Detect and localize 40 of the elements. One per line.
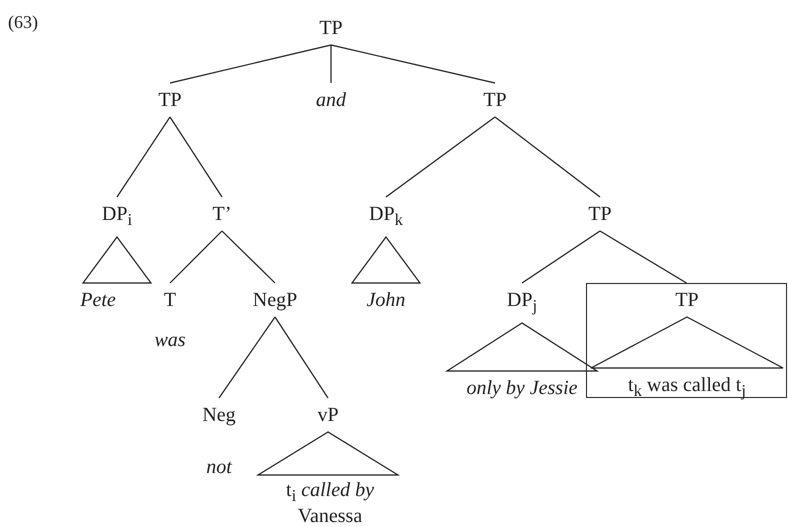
example-number: (63)	[8, 12, 38, 33]
conjunction-word: and	[316, 88, 346, 112]
category-label: T	[164, 288, 176, 312]
word-label: was	[154, 328, 186, 352]
word-label: Pete	[80, 288, 116, 312]
tree-branch	[170, 116, 222, 198]
tree-branch	[386, 116, 496, 198]
tree-branch	[170, 44, 332, 84]
category-label: Neg	[202, 403, 236, 427]
tree-branch	[116, 116, 170, 198]
category-label: TP	[319, 16, 343, 40]
word-label: only by Jessie	[466, 376, 578, 400]
category-label: TP	[675, 288, 699, 312]
roof-triangle	[590, 316, 784, 369]
category-label: NegP	[252, 288, 298, 312]
tree-branch	[330, 44, 496, 84]
roof-triangle	[350, 236, 422, 284]
category-label: vP	[317, 403, 339, 427]
tree-branch	[494, 116, 600, 198]
category-label: DP$_{k}$	[369, 202, 403, 231]
tree-branch	[330, 45, 332, 83]
category-label: TP	[158, 88, 182, 112]
category-label: TP	[483, 88, 507, 112]
roof-triangle	[256, 431, 400, 476]
roof-triangle	[82, 236, 152, 284]
tree-branch	[600, 230, 687, 284]
tree-branch	[170, 230, 222, 284]
word-label: not	[206, 455, 232, 479]
tree-branch	[222, 230, 276, 284]
category-label: DP$_{j}$	[506, 288, 538, 317]
category-label: T’	[212, 202, 232, 226]
word-label: t$_{i}$ called by Vanessa	[285, 480, 375, 527]
word-label: John	[366, 288, 406, 312]
tree-branch	[274, 316, 328, 398]
roof-triangle	[444, 322, 600, 372]
category-label: DP$_{i}$	[102, 202, 132, 231]
tree-branch	[218, 316, 276, 398]
frame-box	[586, 283, 787, 398]
category-label: TP	[588, 202, 612, 226]
tree-branch	[522, 230, 600, 284]
